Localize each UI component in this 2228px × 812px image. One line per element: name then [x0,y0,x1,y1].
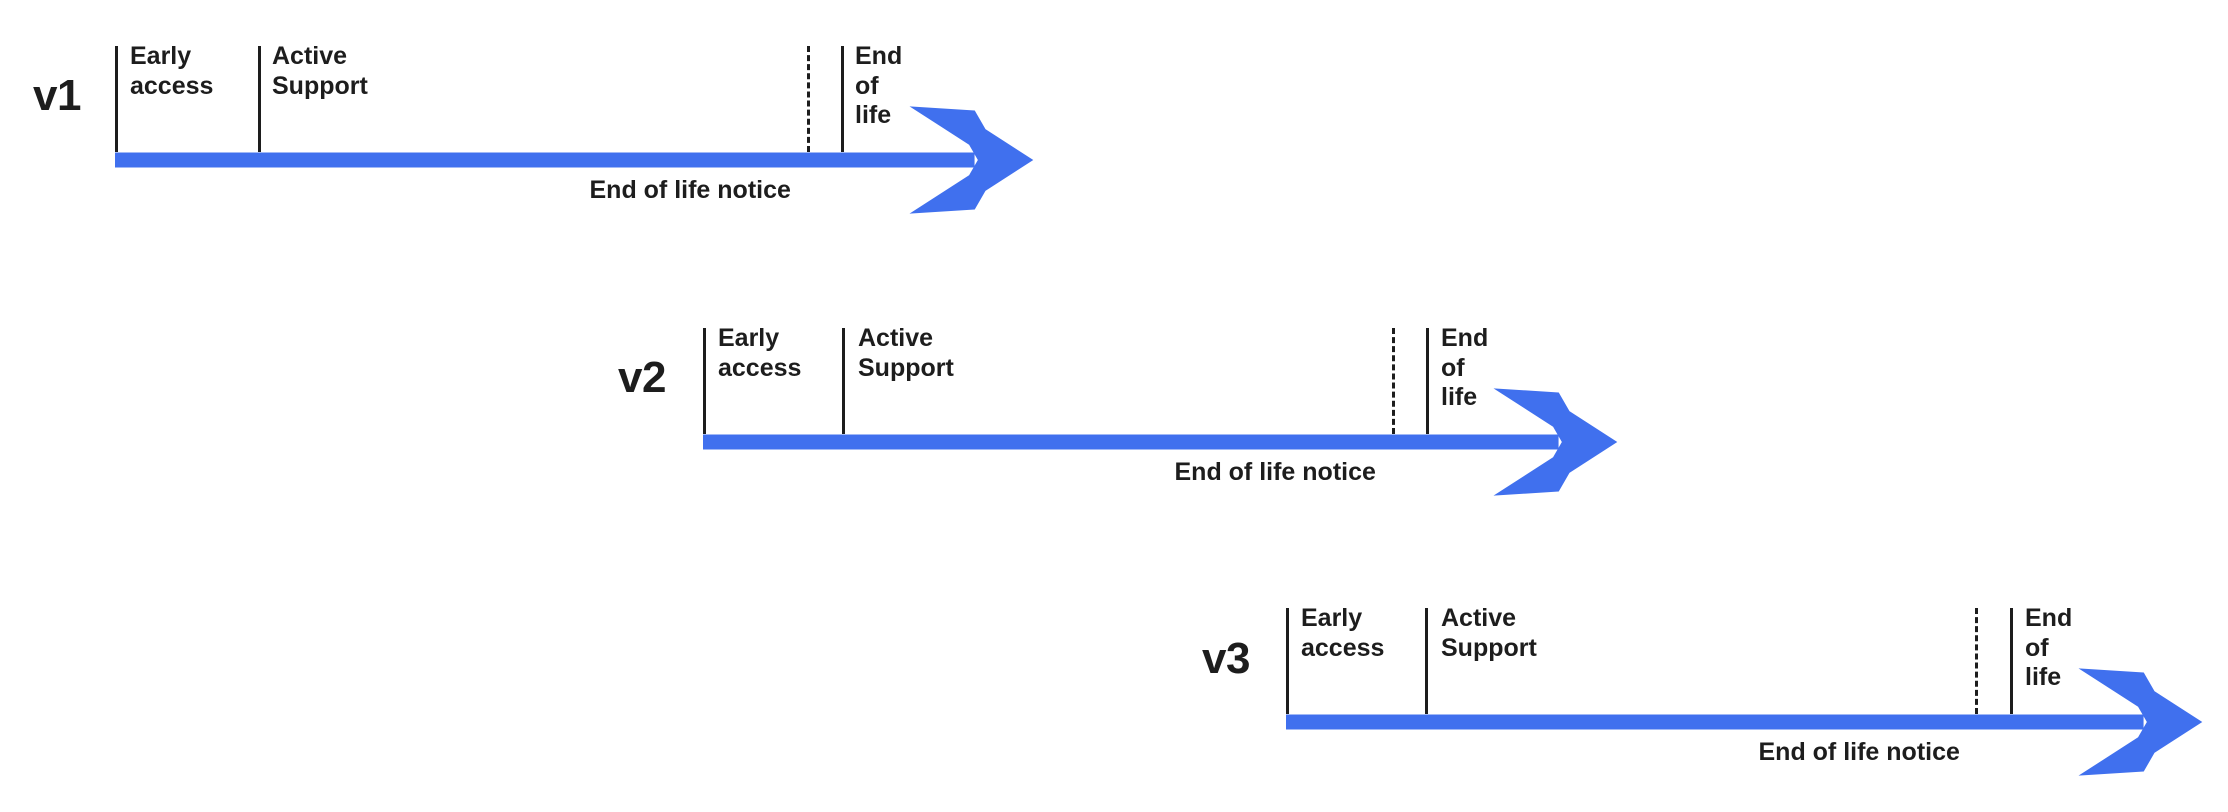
version-label-v2: v2 [618,353,666,402]
end-of-life-notice-label: End of life notice [1174,458,1376,486]
tick-solid-early-access-start [703,328,706,434]
tick-solid-active-support-start [258,46,261,152]
tick-dashed-end-of-life-notice-start [807,46,810,152]
version-label-v3: v3 [1202,634,1250,683]
arrow-head [1493,387,1618,496]
tick-solid-end-of-life-start [1426,328,1429,434]
arrow-shaft [115,152,975,167]
phase-label-active-support: Active Support [1441,604,1537,662]
phase-label-active-support: Active Support [272,42,368,100]
phase-label-early-access: Early access [130,42,214,100]
version-label-v1: v1 [33,71,81,120]
phase-label-end-of-life: End of life [2025,604,2073,691]
tick-solid-active-support-start [1425,608,1428,714]
phase-label-early-access: Early access [1301,604,1385,662]
arrow-head [909,105,1034,214]
tick-dashed-end-of-life-notice-start [1392,328,1395,434]
timeline-arrow-v1 [115,105,1034,214]
end-of-life-notice-label: End of life notice [589,176,791,204]
tick-solid-active-support-start [842,328,845,434]
tick-solid-end-of-life-start [2010,608,2013,714]
tick-solid-early-access-start [115,46,118,152]
tick-solid-early-access-start [1286,608,1289,714]
phase-label-end-of-life: End of life [1441,324,1489,411]
timeline-arrow-v3 [1286,667,2203,776]
tick-solid-end-of-life-start [841,46,844,152]
phase-label-end-of-life: End of life [855,42,903,129]
phase-label-early-access: Early access [718,324,802,382]
arrow-head [2078,667,2203,776]
timeline-arrow-v2 [703,387,1618,496]
arrow-shaft [1286,714,2144,729]
phase-label-active-support: Active Support [858,324,954,382]
end-of-life-notice-label: End of life notice [1758,738,1960,766]
tick-dashed-end-of-life-notice-start [1975,608,1978,714]
arrow-shaft [703,434,1559,449]
